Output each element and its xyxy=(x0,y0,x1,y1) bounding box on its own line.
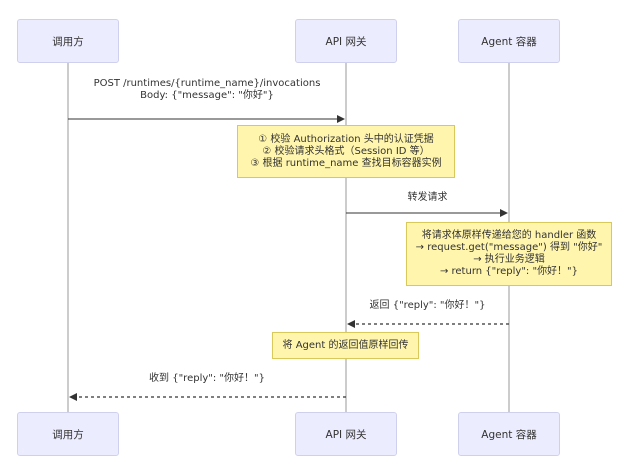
actor-container-label: Agent 容器 xyxy=(481,35,537,48)
actor-caller-bottom: 调用方 xyxy=(17,412,119,456)
note-container-line-3: → 执行业务逻辑 xyxy=(473,254,545,265)
actor-container-label-bottom: Agent 容器 xyxy=(481,428,537,441)
note-gateway-checks: ① 校验 Authorization 头中的认证凭据 ② 校验请求头格式（Ses… xyxy=(237,125,455,178)
note-container-line-1: 将请求体原样传递给您的 handler 函数 xyxy=(421,230,597,241)
note-container-handling: 将请求体原样传递给您的 handler 函数 → request.get("me… xyxy=(406,222,612,286)
actor-gateway-label: API 网关 xyxy=(325,35,367,48)
message-request-label: POST /runtimes/{runtime_name}/invocation… xyxy=(68,78,346,102)
actor-container-bottom: Agent 容器 xyxy=(458,412,560,456)
note-container-line-2: → request.get("message") 得到 "你好" xyxy=(415,242,603,253)
note-container-line-4: → return {"reply": "你好！"} xyxy=(439,266,579,277)
message-response-label: 收到 {"reply": "你好！"} xyxy=(149,373,265,384)
note-gateway-return: 将 Agent 的返回值原样回传 xyxy=(272,332,419,359)
actor-gateway-label-bottom: API 网关 xyxy=(325,428,367,441)
message-request-line2: Body: {"message": "你好"} xyxy=(140,90,274,101)
message-forward-label: 转发请求 xyxy=(407,192,448,203)
actor-caller-label-bottom: 调用方 xyxy=(52,428,84,441)
actor-gateway-bottom: API 网关 xyxy=(295,412,397,456)
note-gateway-check-2: ② 校验请求头格式（Session ID 等） xyxy=(262,145,430,157)
message-return-label: 返回 {"reply": "你好！"} xyxy=(369,300,486,311)
note-gateway-check-1: ① 校验 Authorization 头中的认证凭据 xyxy=(258,133,434,145)
actor-caller-label: 调用方 xyxy=(52,35,84,48)
message-request-line1: POST /runtimes/{runtime_name}/invocation… xyxy=(93,78,321,89)
actor-gateway-top: API 网关 xyxy=(295,19,397,63)
actor-caller-top: 调用方 xyxy=(17,19,119,63)
note-gateway-check-3: ③ 根据 runtime_name 查找目标容器实例 xyxy=(250,157,442,169)
actor-container-top: Agent 容器 xyxy=(458,19,560,63)
note-gateway-return-text: 将 Agent 的返回值原样回传 xyxy=(282,339,409,351)
